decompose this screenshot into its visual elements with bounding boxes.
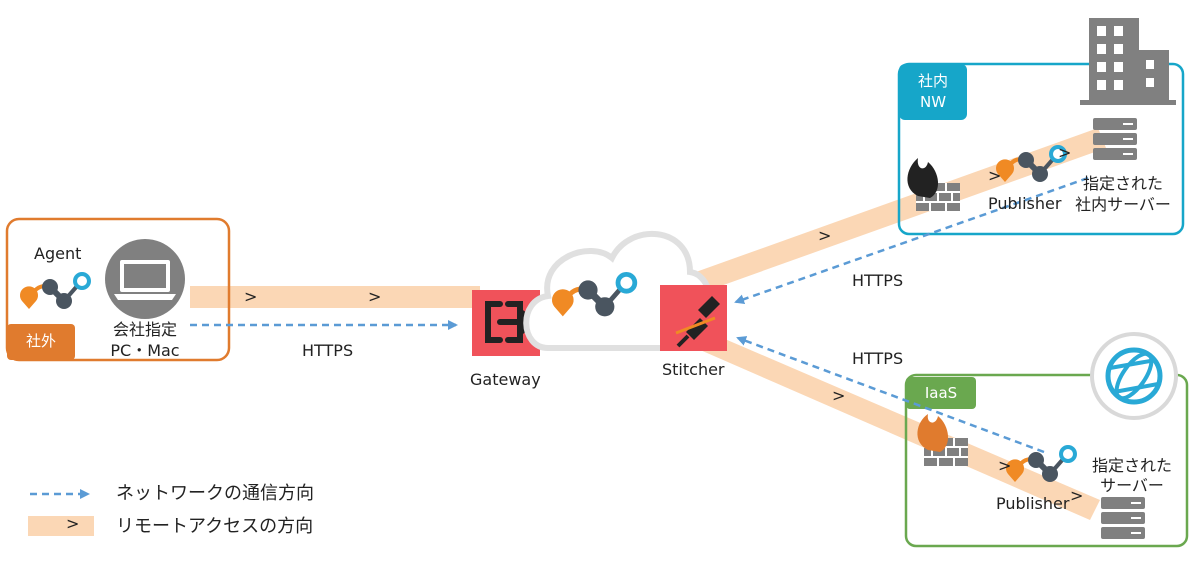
device-label-line2: PC・Mac <box>110 341 180 360</box>
remote-access-band-corporate <box>640 128 1106 312</box>
network-line-corporate-stitcher <box>734 176 1089 305</box>
network-line-iaas-stitcher <box>736 336 1045 454</box>
access-arrow-corporate: > <box>818 226 832 245</box>
corporate-server-label-line1: 指定された <box>1082 174 1163 193</box>
access-arrow-corporate-2: > <box>988 166 1002 185</box>
access-arrow-iaas-3: > <box>1070 486 1084 505</box>
device-label-line1: 会社指定 <box>112 320 177 339</box>
external-zone-tag: 社外 <box>25 332 56 350</box>
corporate-server-label-line2: 社内サーバー <box>1075 195 1171 214</box>
legend-network-label: ネットワークの通信方向 <box>116 483 314 504</box>
building-icon <box>1080 18 1176 105</box>
access-arrow-iaas-2: > <box>998 456 1012 475</box>
external-zone-frame <box>5 217 231 362</box>
corporate-tag-line2: NW <box>919 93 947 111</box>
external-zone-tag-bg <box>7 324 75 360</box>
stitcher-box <box>660 285 727 351</box>
access-arrow-iaas: > <box>832 386 846 405</box>
plug-icon <box>675 296 720 348</box>
legend-access-band <box>28 516 94 536</box>
access-arrow-corporate-3: > <box>1058 143 1072 162</box>
corporate-protocol: HTTPS <box>852 271 904 290</box>
stitcher-label: Stitcher <box>662 360 725 379</box>
corporate-server-icon <box>1092 117 1138 161</box>
corporate-fire-icon <box>907 158 939 198</box>
corporate-tag-line1: 社内 <box>917 72 948 90</box>
agent-label: Agent <box>34 244 82 263</box>
remote-access-band-iaas <box>636 306 1100 520</box>
globe-icon <box>1090 332 1178 420</box>
corporate-tag-bg <box>899 64 967 120</box>
legend-access-glyph: > <box>66 514 80 533</box>
access-arrow-2: > <box>368 287 382 306</box>
remote-access-band-agent <box>190 286 480 308</box>
agent-logo-icon <box>20 274 89 309</box>
corporate-network-frame <box>897 62 1185 236</box>
laptop-icon <box>105 239 185 319</box>
agent-gateway-protocol: HTTPS <box>302 341 354 360</box>
legend-access-label: リモートアクセスの方向 <box>116 516 314 537</box>
iaas-tag-bg <box>906 377 976 409</box>
iaas-server-label-line2: サーバー <box>1100 476 1164 495</box>
gateway-label: Gateway <box>470 370 541 389</box>
iaas-publisher-label: Publisher <box>996 494 1070 513</box>
iaas-server-label-line1: 指定された <box>1091 456 1172 475</box>
iaas-frame <box>904 373 1189 548</box>
iaas-fire-icon <box>917 414 949 452</box>
corporate-publisher-label: Publisher <box>988 194 1062 213</box>
access-arrow-1: > <box>244 287 258 306</box>
iaas-tag: IaaS <box>924 384 958 402</box>
iaas-protocol: HTTPS <box>852 349 904 368</box>
iaas-server-icon <box>1100 496 1146 540</box>
